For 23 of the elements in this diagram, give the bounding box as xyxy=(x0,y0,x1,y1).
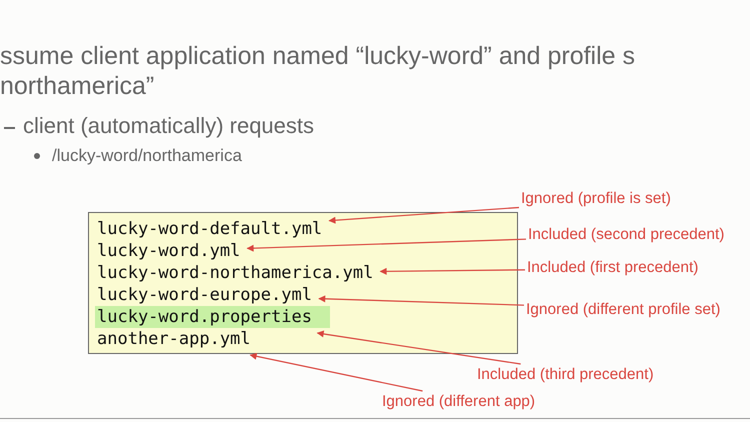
file-list-box xyxy=(88,212,518,354)
file-name: another-app.yml xyxy=(95,328,253,350)
arrow xyxy=(380,268,525,275)
bullet-text: /lucky-word/northamerica xyxy=(52,146,242,166)
file-name: lucky-word-europe.yml xyxy=(95,284,314,306)
arrow xyxy=(318,295,524,306)
annotation: Ignored (different app) xyxy=(382,393,536,411)
arrow xyxy=(316,330,521,365)
annotation: Included (second precedent) xyxy=(528,226,724,244)
annotation: Ignored (different profile set) xyxy=(526,301,720,319)
file-name: lucky-word-default.yml xyxy=(95,218,324,240)
bullet-text: ssume client application named “lucky-word” and profile s xyxy=(0,42,636,71)
file-name: lucky-word-northamerica.yml xyxy=(95,262,376,284)
bullet-text: northamerica” xyxy=(0,72,154,101)
bullet-text: client (automatically) requests xyxy=(23,113,314,139)
file-name: lucky-word.yml xyxy=(95,240,242,262)
annotation: Included (first precedent) xyxy=(527,259,698,277)
arrow xyxy=(250,352,423,392)
arrow xyxy=(246,238,526,252)
annotation: Ignored (profile is set) xyxy=(521,190,671,208)
arrow xyxy=(328,206,520,224)
annotation: Included (third precedent) xyxy=(477,366,654,384)
file-name: lucky-word.properties xyxy=(95,306,330,328)
